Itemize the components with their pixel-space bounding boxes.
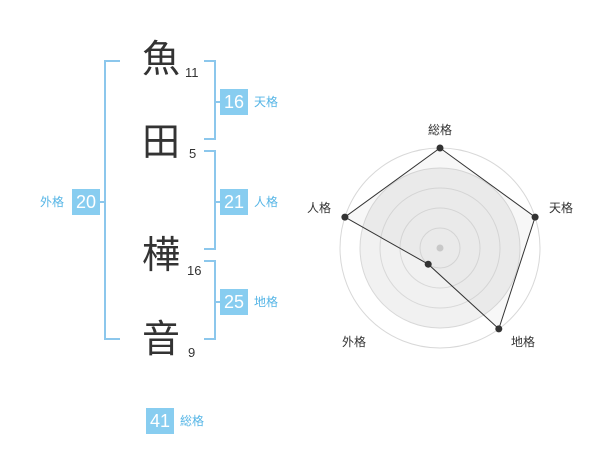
name-char-3: 樺: [142, 233, 181, 277]
jinkaku-label: 人格: [254, 195, 279, 209]
radar-data-points: [341, 144, 539, 333]
radar-data-shape: [343, 147, 536, 330]
radar-point-5: [341, 213, 349, 221]
radar-point-2: [531, 213, 539, 221]
soukaku-value-badge: 41: [146, 408, 174, 434]
chikaku-connector: [216, 301, 220, 303]
radar-axis-label-jinkaku: 人格: [307, 200, 331, 215]
jinkaku-value-badge: 21: [220, 189, 248, 215]
radar-grid-ring: [419, 227, 461, 269]
chikaku-label: 地格: [254, 295, 279, 309]
name-char-2: 田: [142, 120, 181, 164]
stroke-count-1: 11: [185, 65, 199, 80]
stroke-count-3: 16: [187, 263, 202, 278]
tenkaku-bracket: [204, 60, 216, 140]
chikaku-value-badge: 25: [220, 289, 248, 315]
radar-point-4: [424, 260, 432, 268]
stroke-count-2: 5: [189, 146, 197, 161]
soukaku-label: 総格: [180, 414, 205, 428]
radar-point-3: [495, 325, 503, 333]
jinkaku-bracket: [204, 150, 216, 250]
radar-point-1: [436, 144, 444, 152]
radar-axis-label-gaikaku: 外格: [342, 334, 366, 349]
radar-series-line: [343, 147, 536, 330]
radar-grid-ring: [379, 187, 501, 309]
chikaku-bracket: [204, 260, 216, 340]
gaikaku-connector: [98, 201, 104, 203]
radar-axis-label-tenkaku: 天格: [549, 200, 573, 215]
gaikaku-label: 外格: [40, 195, 65, 209]
radar-axis-label-soukaku: 総格: [428, 122, 452, 137]
tenkaku-label: 天格: [254, 95, 279, 109]
gaikaku-bracket: [104, 60, 120, 340]
stroke-count-4: 9: [188, 345, 196, 360]
tenkaku-connector: [216, 101, 220, 103]
name-char-1: 魚: [142, 37, 181, 81]
tenkaku-value-badge: 16: [220, 89, 248, 115]
gaikaku-value-badge: 20: [72, 189, 100, 215]
jinkaku-connector: [216, 201, 220, 203]
name-char-4: 音: [142, 317, 181, 361]
radar-center-dot: [436, 244, 444, 252]
radar-axis-label-chikaku: 地格: [511, 334, 535, 349]
